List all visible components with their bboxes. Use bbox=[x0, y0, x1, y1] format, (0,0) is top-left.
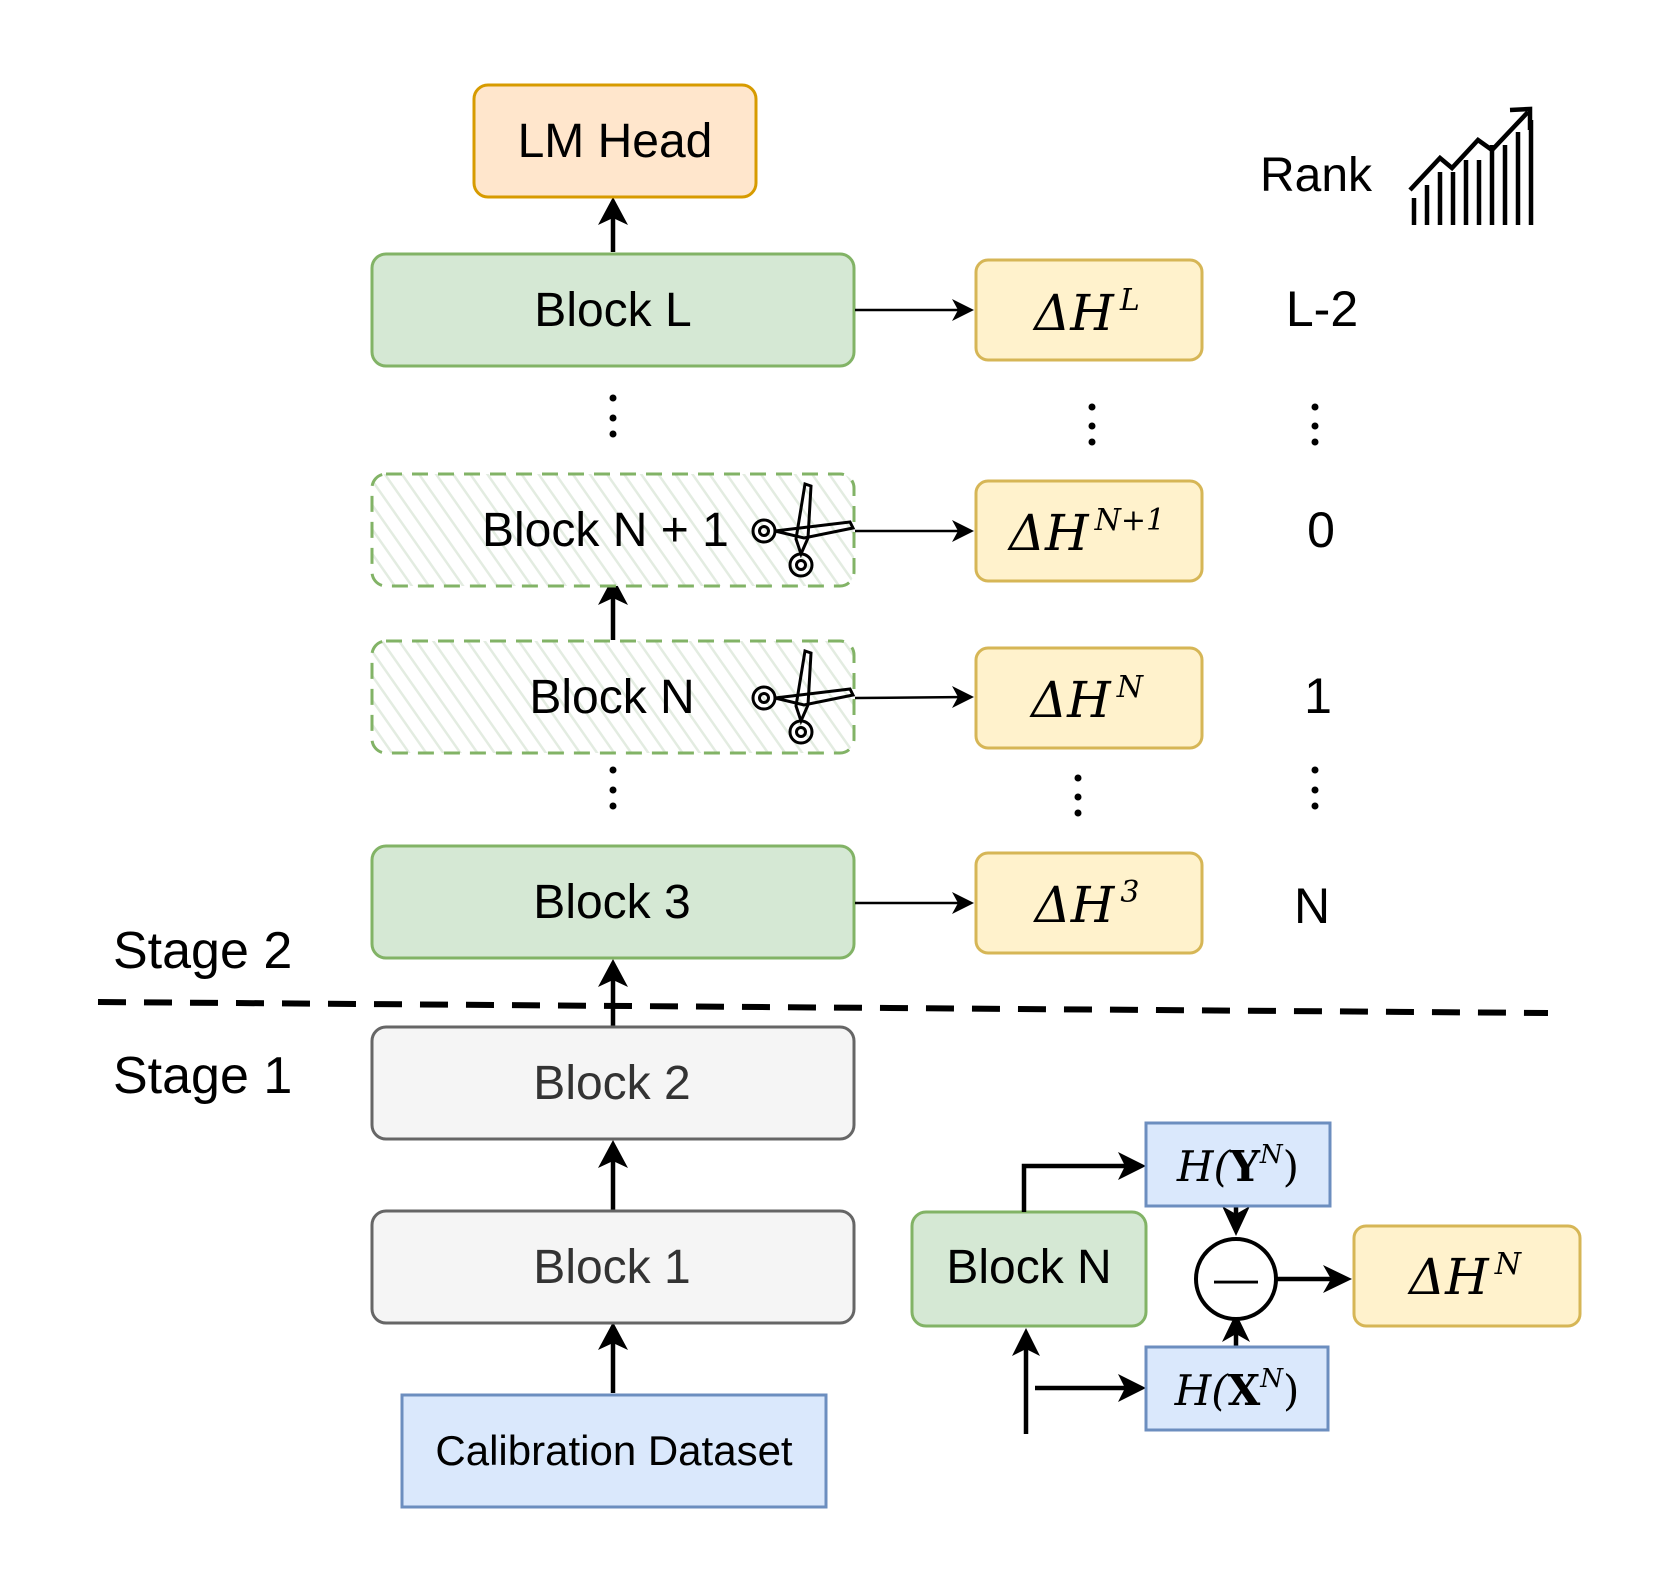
delta-h-n-box bbox=[974, 646, 1204, 750]
ellipsis-main-upper bbox=[609, 394, 617, 438]
block-l bbox=[370, 252, 856, 368]
trend-chart-icon bbox=[1408, 106, 1534, 225]
delta-h-l-box bbox=[974, 258, 1204, 362]
scissors-icon bbox=[751, 649, 856, 745]
ellipsis-delta-upper bbox=[1088, 403, 1096, 446]
block-2 bbox=[370, 1025, 856, 1141]
minus-operator bbox=[1194, 1237, 1278, 1321]
block-2-label: Block 2 bbox=[533, 1057, 690, 1110]
rank-value-l-2: L-2 bbox=[1286, 281, 1358, 337]
delta-arrows bbox=[854, 299, 974, 914]
delta-h-l-prefix: ΔH bbox=[1032, 284, 1115, 342]
delta-h-3-prefix: ΔH bbox=[1033, 876, 1116, 934]
detail-arrows bbox=[1012, 1152, 1352, 1434]
block-3-label: Block 3 bbox=[533, 876, 690, 929]
rank-value-0: 0 bbox=[1307, 502, 1335, 558]
lm-head-label: LM Head bbox=[518, 115, 713, 168]
h-x-sup: N bbox=[1259, 1364, 1284, 1394]
lm-head-box bbox=[472, 83, 758, 199]
h-y-close: ) bbox=[1283, 1142, 1299, 1191]
h-x-label: H(XN) bbox=[1174, 1364, 1300, 1415]
block-1 bbox=[370, 1209, 856, 1325]
delta-h-n-plus-1-sup: N+1 bbox=[1094, 503, 1165, 538]
rank-value-n: N bbox=[1294, 878, 1330, 934]
minus-symbol: — bbox=[1214, 1254, 1258, 1303]
stage2-label: Stage 2 bbox=[113, 922, 292, 980]
block-n-plus-1-label: Block N + 1 bbox=[482, 504, 729, 557]
ellipsis-rank-lower bbox=[1311, 766, 1319, 810]
block-n-label: Block N bbox=[529, 671, 694, 724]
delta-h-n-prefix: ΔH bbox=[1029, 671, 1112, 729]
detail-block-n bbox=[910, 1210, 1148, 1328]
h-x-close: ) bbox=[1283, 1366, 1299, 1415]
block-l-label: Block L bbox=[534, 284, 691, 337]
h-x-var: X bbox=[1228, 1366, 1261, 1415]
h-x-box bbox=[1144, 1345, 1330, 1432]
h-y-fn: H( bbox=[1176, 1142, 1232, 1191]
h-y-box bbox=[1144, 1121, 1332, 1208]
detail-block-n-label: Block N bbox=[946, 1241, 1111, 1294]
delta-h-n-plus-1-box bbox=[974, 479, 1204, 583]
block-1-label: Block 1 bbox=[533, 1241, 690, 1294]
detail-delta-h-sup: N bbox=[1494, 1247, 1523, 1282]
rank-title: Rank bbox=[1260, 149, 1373, 202]
h-y-sup: N bbox=[1259, 1140, 1284, 1170]
ellipsis-delta-lower bbox=[1074, 774, 1082, 817]
block-3 bbox=[370, 844, 856, 960]
delta-h-n-sup: N bbox=[1116, 670, 1145, 705]
delta-h-3-box bbox=[974, 851, 1204, 955]
calibration-dataset-label: Calibration Dataset bbox=[435, 1427, 793, 1474]
detail-delta-h-prefix: ΔH bbox=[1407, 1248, 1490, 1306]
rank-value-1: 1 bbox=[1304, 668, 1332, 724]
ellipsis-main-lower bbox=[609, 766, 617, 810]
scissors-icon bbox=[751, 482, 856, 578]
ellipsis-rank-upper bbox=[1311, 403, 1319, 446]
stage-divider bbox=[97, 999, 1549, 1016]
delta-h-3-sup: 3 bbox=[1120, 875, 1139, 910]
delta-h-l-sup: L bbox=[1119, 283, 1140, 318]
delta-h-n-plus-1-prefix: ΔH bbox=[1007, 504, 1090, 562]
stack-arrows bbox=[598, 197, 628, 1393]
calibration-dataset-box bbox=[400, 1393, 828, 1509]
h-y-label: H(YN) bbox=[1176, 1140, 1299, 1191]
block-n bbox=[370, 639, 856, 755]
stage1-label: Stage 1 bbox=[113, 1047, 292, 1105]
h-x-fn: H( bbox=[1174, 1366, 1230, 1415]
detail-delta-h-box bbox=[1352, 1224, 1582, 1328]
h-y-var: Y bbox=[1229, 1142, 1261, 1191]
block-n-plus-1 bbox=[370, 472, 856, 588]
